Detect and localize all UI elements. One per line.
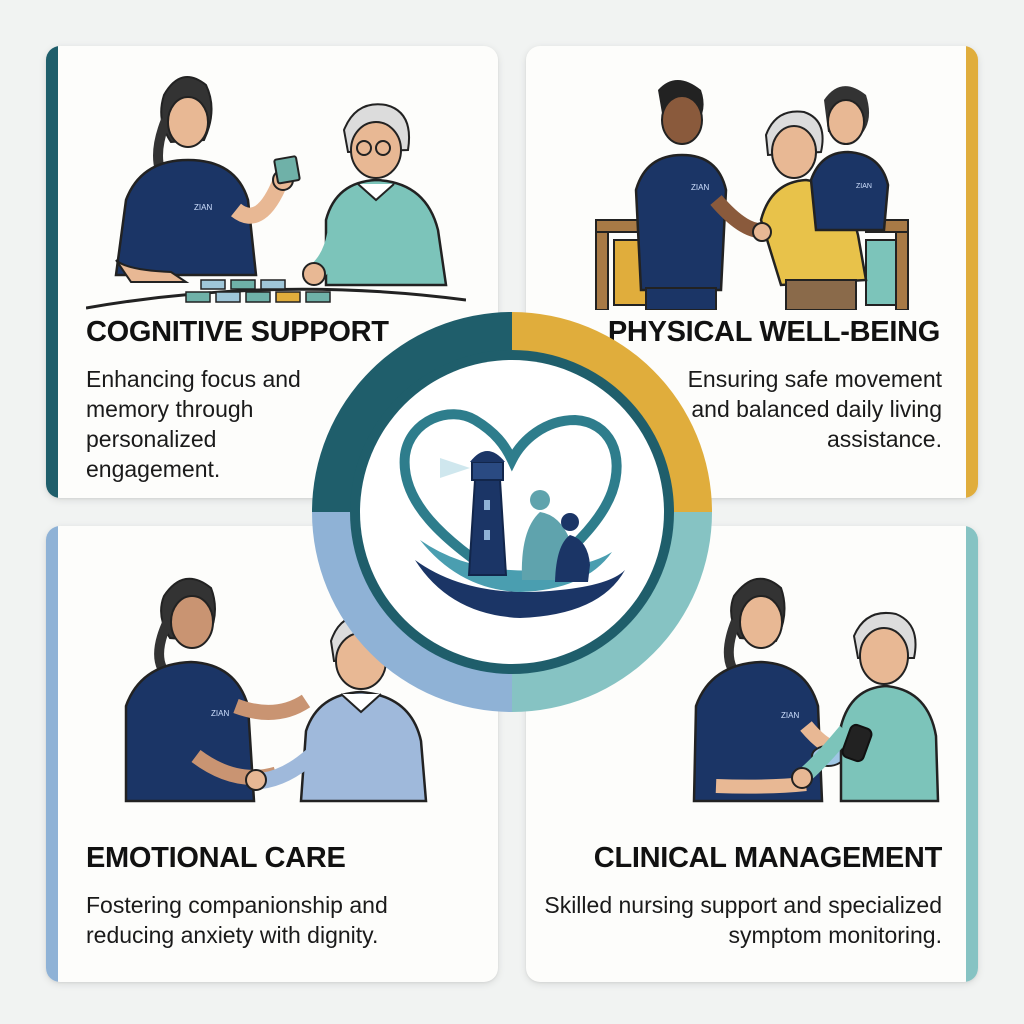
card-accent-bar (966, 46, 978, 498)
cognitive-support-illustration: ZIAN (86, 76, 466, 310)
card-title: CLINICAL MANAGEMENT (593, 842, 943, 874)
svg-text:ZIAN: ZIAN (194, 203, 212, 212)
clinical-management-illustration: ZIAN (692, 577, 940, 803)
nurse-figure: ZIAN (114, 76, 301, 283)
card-physical-well-being: ZIAN ZIAN PHYSICAL WELL-BEING Ensuring s… (526, 46, 978, 498)
nurse-figure-left: ZIAN (634, 80, 768, 310)
card-cognitive-support: ZIAN (46, 46, 498, 498)
svg-text:ZIAN: ZIAN (781, 711, 799, 720)
card-title: COGNITIVE SUPPORT (86, 316, 389, 348)
memory-cards (185, 279, 331, 303)
nurse-figure: ZIAN (124, 577, 311, 803)
chair-right (865, 219, 909, 310)
card-description: Ensuring safe movement and balanced dail… (687, 366, 942, 452)
emotional-care-illustration: ZIAN (124, 577, 428, 803)
card-title: EMOTIONAL CARE (86, 842, 346, 874)
elder-figure (791, 612, 940, 803)
svg-text:ZIAN: ZIAN (691, 183, 709, 192)
card-accent-bar (46, 46, 58, 498)
card-accent-bar (46, 526, 58, 982)
physical-well-being-illustration: ZIAN ZIAN (595, 80, 909, 310)
nurse-figure-right: ZIAN (809, 86, 890, 232)
card-accent-bar (966, 526, 978, 982)
elder-figure (302, 103, 448, 287)
svg-text:ZIAN: ZIAN (211, 709, 229, 718)
card-clinical-management: ZIAN CLINICAL MANAGEMENT Skilled nursing… (526, 526, 978, 982)
blood-pressure-cuff-icon (841, 723, 873, 763)
card-description: Fostering companionship and reducing anx… (86, 892, 388, 948)
card-description: Enhancing focus and memory through perso… (86, 366, 301, 482)
elder-figure (752, 110, 868, 310)
card-description: Skilled nursing support and specialized … (544, 892, 942, 948)
svg-text:ZIAN: ZIAN (856, 183, 872, 190)
card-title: PHYSICAL WELL-BEING (607, 316, 940, 348)
card-emotional-care: ZIAN EMOTIONAL CARE Fostering companions… (46, 526, 498, 982)
